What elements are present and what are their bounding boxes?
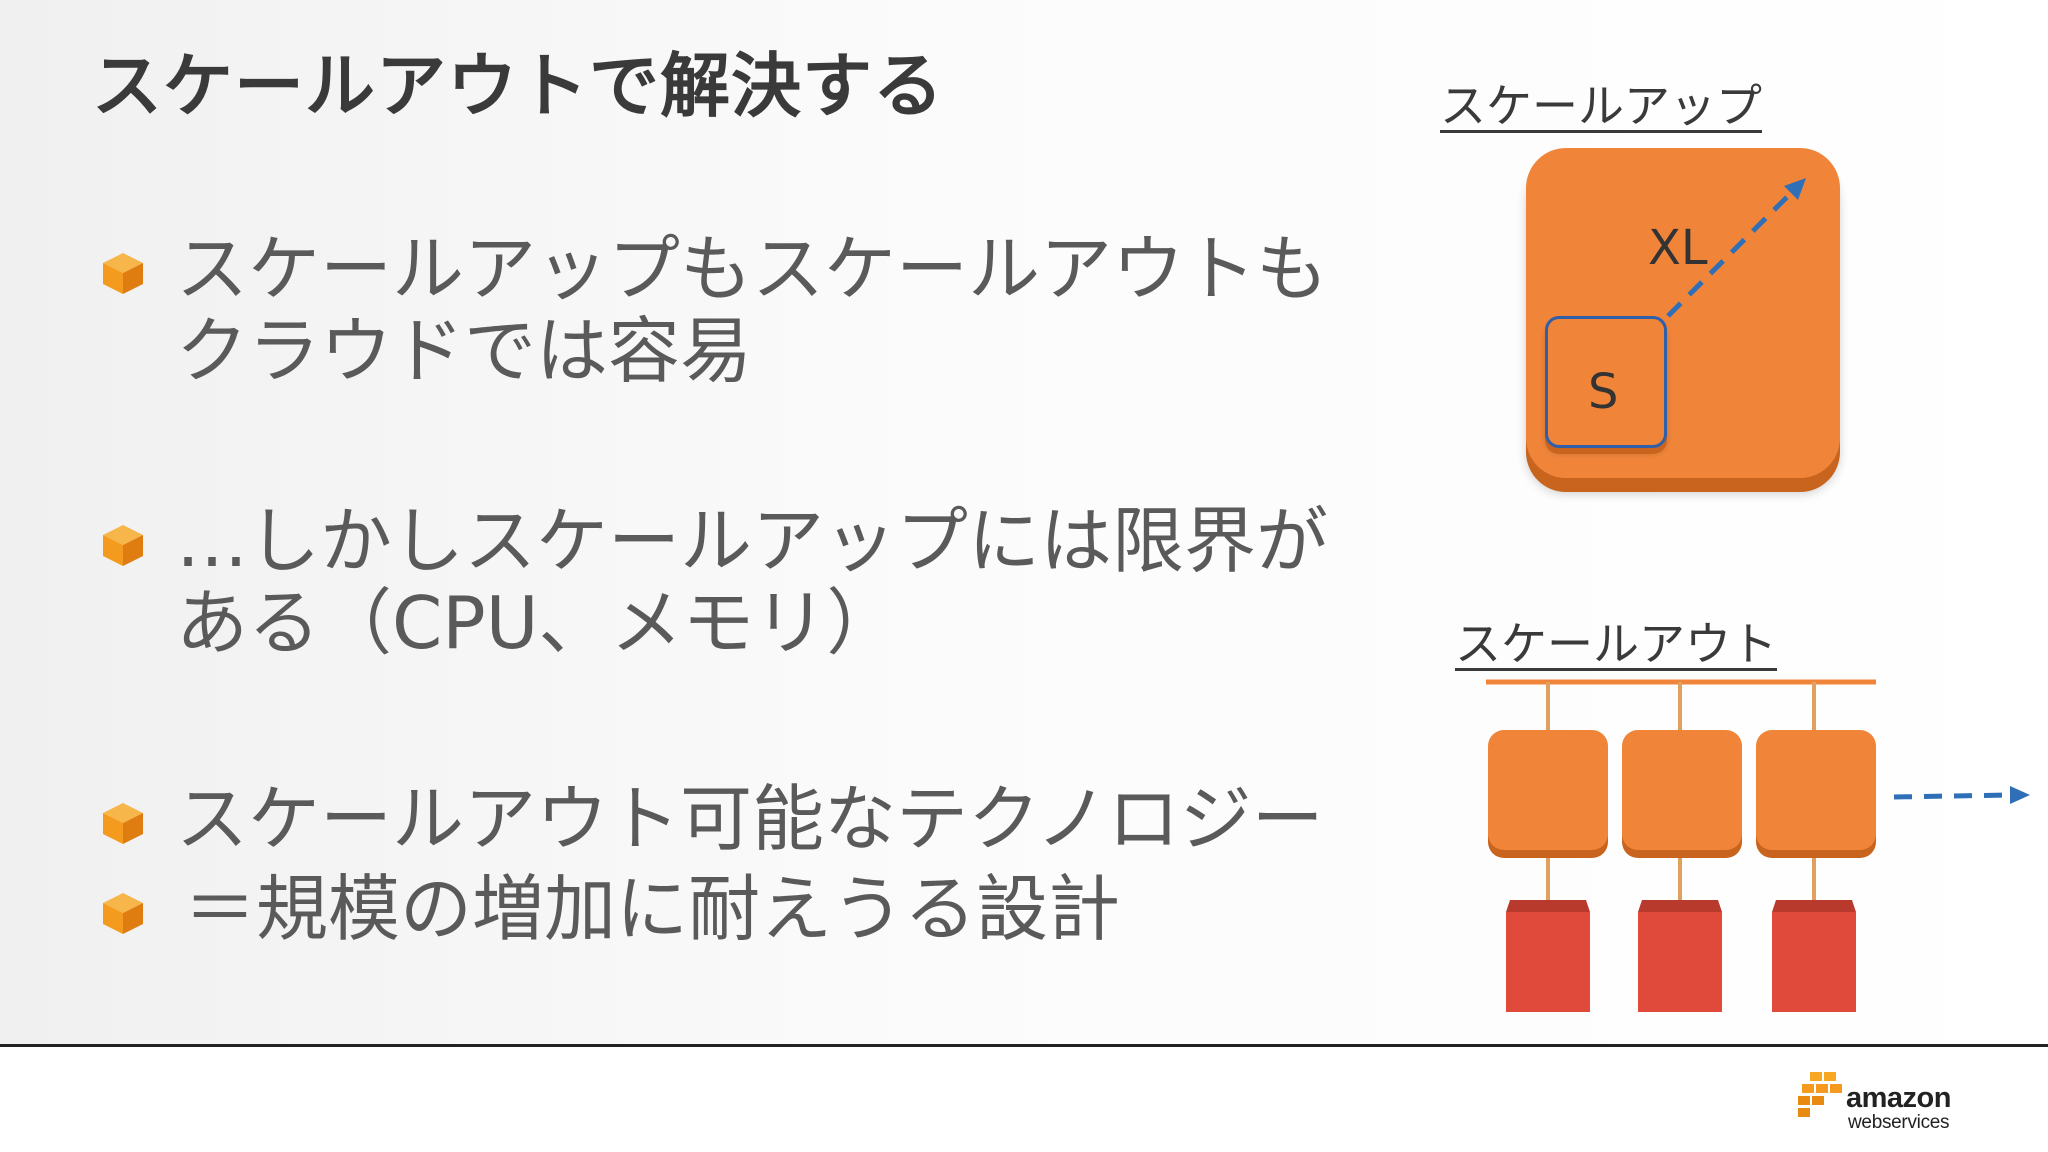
aws-logo-amazon: amazon xyxy=(1846,1082,1951,1114)
bullet-item: …しかしスケールアップには限界が ある（CPU、メモリ） xyxy=(100,500,1380,664)
footer-divider xyxy=(0,1044,2048,1047)
scale-out-label: スケールアウト xyxy=(1455,617,1777,671)
scale-out-bus xyxy=(1486,679,1876,732)
bullet-text-line: クラウドでは容易 xyxy=(176,309,753,393)
cube-bullet-icon xyxy=(103,253,143,294)
bullet-text-line: ある（CPU、メモリ） xyxy=(176,581,899,665)
cube-bullet-icon xyxy=(103,525,143,566)
scale-out-connectors xyxy=(1546,858,1816,902)
bullet-text-line: スケールアウト可能なテクノロジー xyxy=(176,777,1324,861)
aws-logo-icon xyxy=(1798,1072,1842,1117)
bullet-item: スケールアウト可能なテクノロジー xyxy=(100,778,1380,860)
slide-title: スケールアウトで解決する xyxy=(92,45,944,127)
cube-bullet-icon xyxy=(103,893,143,934)
bullet-item: スケールアップもスケールアウトも クラウドでは容易 xyxy=(100,228,1380,392)
storage-volume xyxy=(1638,900,1722,1012)
storage-volume xyxy=(1772,900,1856,1012)
xl-label: XL xyxy=(1648,220,1708,276)
bullet-text-line: ＝規模の増加に耐えうる設計 xyxy=(184,867,1121,951)
aws-logo-webservices: webservices xyxy=(1848,1112,1950,1133)
storage-volume xyxy=(1506,900,1590,1012)
scale-out-instance xyxy=(1756,730,1876,858)
bullet-text-line: スケールアップもスケールアウトも xyxy=(176,227,1329,311)
scale-out-arrow-icon xyxy=(1893,786,2030,804)
bullet-item: ＝規模の増加に耐えうる設計 xyxy=(100,868,1380,950)
scale-out-instance xyxy=(1622,730,1742,858)
scale-out-instance xyxy=(1488,730,1608,858)
bullet-text-line: …しかしスケールアップには限界が xyxy=(176,499,1329,583)
scale-up-label: スケールアップ xyxy=(1440,79,1762,133)
scale-arrow-icon xyxy=(1666,178,1806,318)
s-label: S xyxy=(1588,364,1619,420)
cube-bullet-icon xyxy=(103,803,143,844)
s-instance-box xyxy=(1545,316,1667,448)
